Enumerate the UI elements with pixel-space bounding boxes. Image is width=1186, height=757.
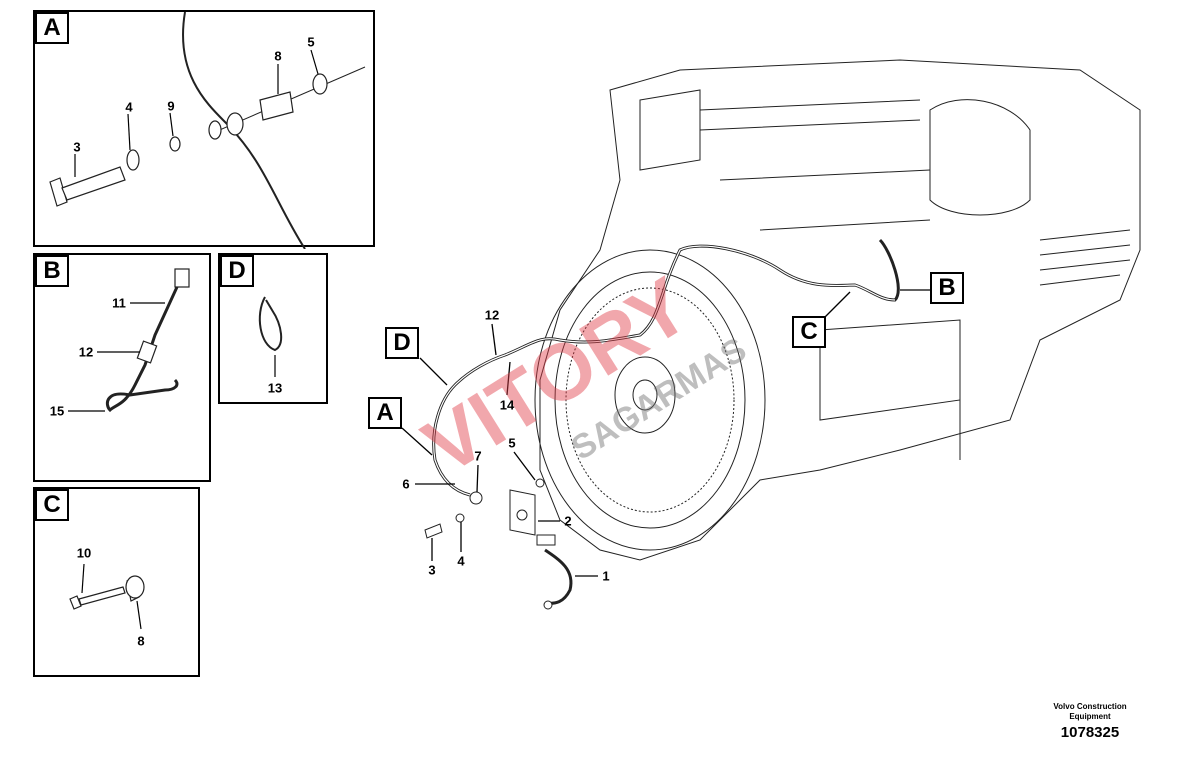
view-tag-b: B: [930, 272, 964, 304]
title-block: Volvo Construction Equipment 1078325: [1030, 702, 1150, 741]
view-tag-a: A: [368, 397, 402, 429]
callout-15: 15: [49, 403, 65, 419]
engine-block: [539, 59, 1141, 561]
callout-12: 12: [484, 307, 500, 323]
harness-section-drawing: [68, 268, 190, 413]
cable-tie-drawing: [258, 296, 283, 377]
panel-tag-a: A: [35, 12, 69, 44]
company-name-line2: Equipment: [1069, 712, 1111, 721]
view-tag-c: C: [792, 316, 826, 348]
detail-panel-c: C 10 8: [33, 487, 200, 677]
panel-tag-d: D: [220, 255, 254, 287]
detail-panel-b: B 11 12 15: [33, 253, 211, 482]
callout-11: 11: [112, 295, 126, 311]
detail-panel-d: D 13: [218, 253, 328, 404]
view-tag-d: D: [385, 327, 419, 359]
callout-2: 2: [564, 513, 572, 529]
clip-assembly-drawing: [69, 563, 145, 630]
callout-3: 3: [428, 562, 436, 578]
callout-13: 13: [267, 380, 283, 396]
callout-6: 6: [402, 476, 410, 492]
leader-lines: [401, 289, 930, 577]
panel-tag-b: B: [35, 255, 69, 287]
callout-5: 5: [307, 34, 315, 50]
company-name: Volvo Construction: [1053, 702, 1127, 711]
flywheel: [534, 249, 766, 551]
detail-panel-a: A 3 4 9 8 5: [33, 10, 375, 249]
callout-9: 9: [167, 98, 175, 114]
callout-8: 8: [137, 633, 145, 649]
sensor-bracket: [424, 478, 556, 610]
callout-3: 3: [73, 139, 81, 155]
callout-14: 14: [499, 397, 515, 413]
callout-12: 12: [78, 344, 94, 360]
callout-7: 7: [474, 448, 482, 464]
callout-10: 10: [76, 545, 92, 561]
panel-tag-c: C: [35, 489, 69, 521]
callout-5: 5: [508, 435, 516, 451]
bolt-assembly-drawing: [49, 12, 366, 249]
callout-4: 4: [457, 553, 465, 569]
callout-1: 1: [602, 568, 610, 584]
drawing-number: 1078325: [1060, 724, 1120, 741]
callout-4: 4: [125, 99, 133, 115]
callout-8: 8: [274, 48, 282, 64]
